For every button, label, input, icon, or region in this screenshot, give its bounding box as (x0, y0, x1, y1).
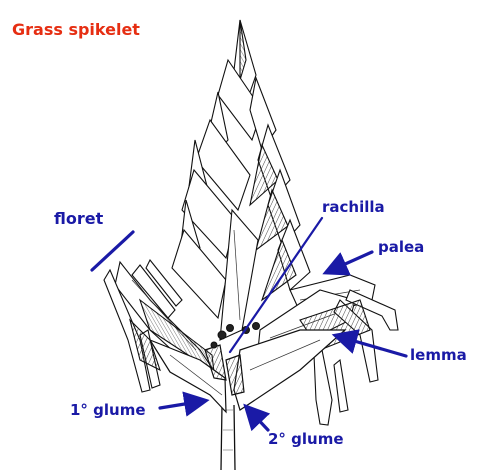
palea-arrow (322, 250, 374, 276)
diagram-title: Grass spikelet (12, 20, 140, 39)
label-1st-glume: 1° glume (70, 401, 146, 419)
label-lemma: lemma (410, 346, 467, 364)
floret-line (90, 230, 135, 272)
label-floret: floret (54, 209, 104, 228)
stem (220, 404, 236, 471)
glume2-arrow (243, 403, 271, 432)
label-palea: palea (378, 238, 425, 256)
upper-florets (171, 19, 311, 341)
lemma-arrow (331, 329, 408, 358)
glumes (148, 329, 347, 414)
label-2nd-glume: 2° glume (268, 430, 344, 448)
pointers (90, 216, 408, 432)
lower-florets (103, 258, 399, 426)
glume1-arrow (158, 391, 210, 417)
label-rachilla: rachilla (322, 198, 385, 216)
anthers (210, 322, 260, 349)
rachilla-pointer (228, 216, 324, 354)
